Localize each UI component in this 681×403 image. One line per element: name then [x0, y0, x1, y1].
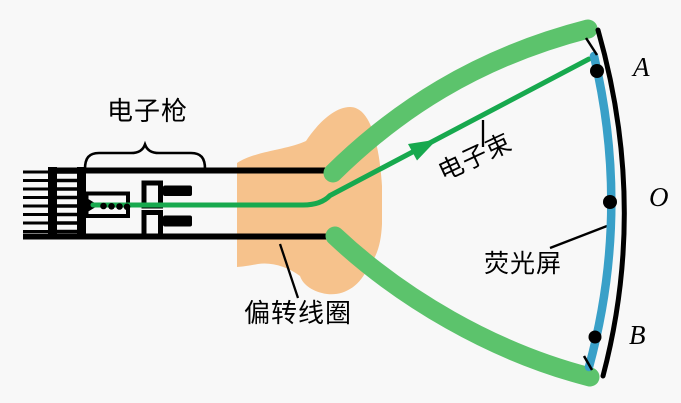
focus-electrode-bottom	[141, 210, 163, 239]
fluorescent-screen-leader	[549, 224, 608, 250]
socket-bar-right	[77, 167, 86, 239]
screen-end-tick-top	[584, 37, 599, 56]
electron-beam-arrowhead	[408, 139, 437, 161]
fluorescent-screen-label: 荧光屏	[484, 250, 563, 278]
electron-gun-label: 电子枪	[107, 96, 189, 126]
deflection-coil-label: 偏转线圈	[244, 298, 353, 328]
tube-envelope-top	[323, 19, 598, 183]
electron-gun-brace	[83, 140, 207, 171]
deflection-coil-leader	[278, 243, 300, 299]
phosphor-screen-arc	[584, 51, 616, 372]
gun-pins	[23, 170, 48, 233]
filament-dots	[100, 202, 131, 211]
electron-beam-line	[90, 56, 592, 208]
plate-bottom	[163, 215, 192, 227]
point-a-label: A	[633, 52, 650, 82]
point-o-label: O	[649, 182, 669, 212]
plate-top	[163, 185, 192, 196]
electron-gun-assembly	[23, 167, 333, 240]
point-a-dot	[590, 64, 604, 78]
screen-end-tick-bottom	[582, 355, 594, 371]
socket-bar-left	[48, 167, 57, 239]
point-o-dot	[603, 195, 617, 209]
point-b-dot	[588, 330, 602, 344]
screen-glass-arc	[595, 27, 627, 379]
tube-envelope-bottom	[325, 226, 600, 387]
point-b-label: B	[629, 320, 646, 350]
